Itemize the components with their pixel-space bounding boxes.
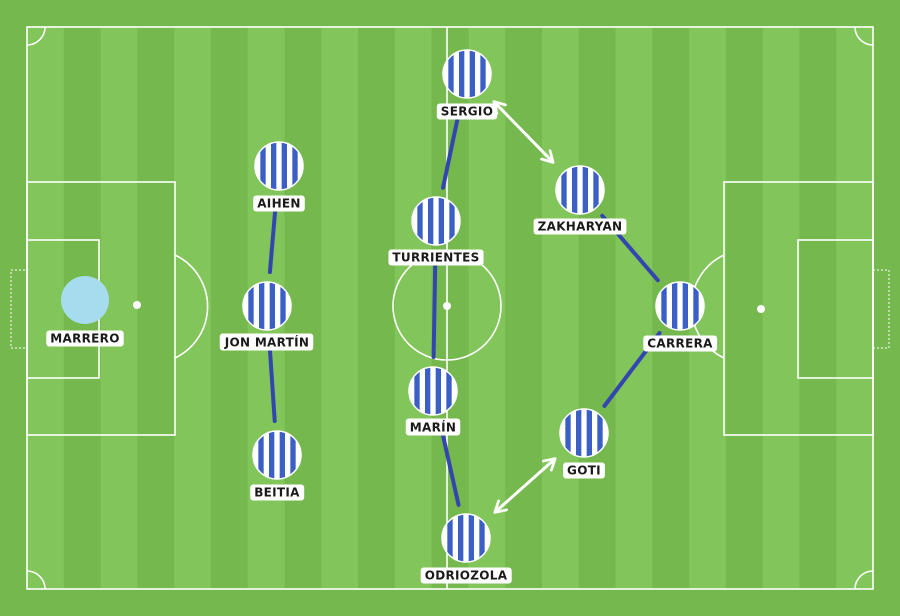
striped-shirt-icon <box>442 49 492 99</box>
player-name-label: CARRERA <box>647 337 713 351</box>
player-name-label: JON MARTÍN <box>224 335 310 350</box>
double-arrow-icon <box>493 457 557 514</box>
player-label-background <box>420 567 512 584</box>
striped-shirt-icon <box>441 513 491 563</box>
player-beitia: BEITIA <box>250 430 305 501</box>
striped-shirt-icon <box>555 165 605 215</box>
player-jon-mart-n: JON MARTÍN <box>219 281 314 351</box>
player-label-background <box>533 218 627 235</box>
corner-arc-bottom-left <box>26 570 46 590</box>
player-name-label: ODRIOZOLA <box>425 569 508 583</box>
player-name-label: SERGIO <box>441 105 493 119</box>
player-name-label: GOTI <box>567 464 601 478</box>
player-carrera: CARRERA <box>643 281 718 352</box>
player-name-label: MARRERO <box>50 332 119 346</box>
grass-stripe <box>541 27 579 589</box>
player-aihen: AIHEN <box>253 141 305 212</box>
grass-stripe <box>174 27 211 589</box>
grass-stripe <box>321 27 359 589</box>
corner-arc-bottom-right <box>854 570 874 590</box>
player-label-background <box>219 333 314 351</box>
players: MARRERO AIHEN JON MARTÍN BEITIA TURRIENTES MA… <box>46 49 718 584</box>
player-turrientes: TURRIENTES <box>388 196 484 266</box>
movement-arrows <box>492 100 557 514</box>
player-name-label: BEITIA <box>254 486 300 500</box>
striped-shirt-icon <box>408 366 458 416</box>
grass-stripe <box>762 27 800 589</box>
player-label-background <box>253 195 305 212</box>
player-label-background <box>46 330 124 347</box>
player-label-background <box>388 249 484 266</box>
striped-shirt-icon <box>411 196 461 246</box>
player-name-label: MARÍN <box>410 420 456 435</box>
player-label-background <box>250 484 305 501</box>
player-name-label: TURRIENTES <box>392 251 479 265</box>
striped-shirt-icon <box>254 141 304 191</box>
left-penalty-spot <box>133 301 141 309</box>
grass-stripe <box>27 27 64 589</box>
player-zakharyan: ZAKHARYAN <box>533 165 627 235</box>
link-line <box>438 422 461 507</box>
left-goal <box>10 269 28 349</box>
player-label-background <box>643 335 718 352</box>
link-line <box>431 252 438 360</box>
left-penalty-arc <box>174 254 209 359</box>
striped-shirt-icon <box>559 408 609 458</box>
player-marrero: MARRERO <box>46 276 124 347</box>
striped-shirt-icon <box>252 430 302 480</box>
player-name-label: ZAKHARYAN <box>538 220 623 234</box>
player-odriozola: ODRIOZOLA <box>420 513 512 584</box>
player-label-background <box>436 103 498 120</box>
link-line <box>441 105 462 190</box>
player-goti: GOTI <box>559 408 609 479</box>
striped-shirt-icon <box>655 281 705 331</box>
goalkeeper-shirt-icon <box>61 276 109 324</box>
right-penalty-spot <box>757 305 765 313</box>
link-line <box>267 337 277 424</box>
grass-stripe <box>836 27 873 589</box>
player-label-background <box>405 418 461 436</box>
player-sergio: SERGIO <box>436 49 498 120</box>
striped-shirt-icon <box>242 281 292 331</box>
double-arrow-icon <box>492 100 555 164</box>
right-goal <box>872 269 890 349</box>
player-label-background <box>563 462 605 479</box>
player-mar-n: MARÍN <box>405 366 461 436</box>
player-name-label: AIHEN <box>257 197 301 211</box>
centre-spot <box>443 302 451 310</box>
pitch-markings <box>10 26 890 590</box>
corner-arc-top-left <box>26 26 46 46</box>
corner-arc-top-right <box>854 26 874 46</box>
grass-stripe <box>394 27 432 589</box>
grass-stripe <box>615 27 653 589</box>
link-line <box>267 197 279 275</box>
